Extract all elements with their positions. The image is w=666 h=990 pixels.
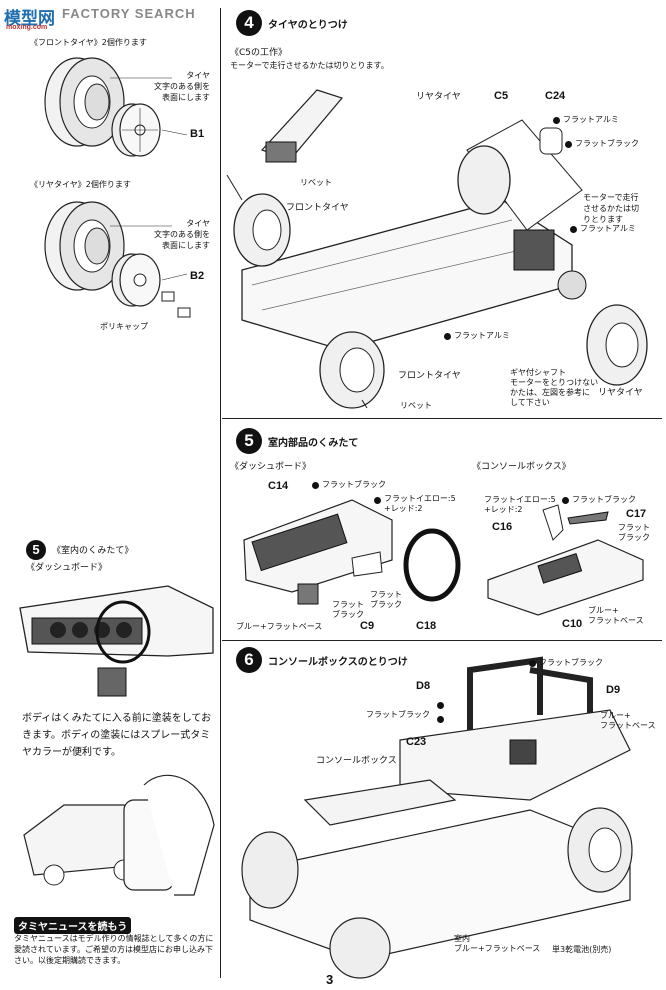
step6-title: コンソールボックスのとりつけ — [268, 657, 408, 668]
step4-front-tire-label: フロントタイヤ — [286, 203, 349, 213]
watermark-url: moxing.com — [6, 24, 48, 31]
step5-title: 室内部品のくみたて — [268, 438, 359, 449]
c5-work-title: 《C5の工作》 — [230, 48, 288, 58]
step6-flat-black2-label: フラットブラック — [366, 710, 430, 719]
watermark-logo: 模型网 — [4, 9, 55, 28]
step4-flat-black-label: フラットブラック — [575, 139, 639, 148]
step4-chassis-illustration — [226, 89, 648, 409]
paint-dot — [553, 117, 560, 124]
part-b1-label: B1 — [190, 128, 205, 140]
part-b2-label: B2 — [190, 270, 205, 282]
front-tire-note: タイヤ 文字のある側を 表面にします — [154, 71, 210, 102]
rear-tire-illustration — [44, 201, 191, 318]
step6-d9-label: D9 — [606, 684, 621, 696]
step5-dashboard-illustration — [243, 499, 461, 605]
step4-rear-tire-label: リヤタイヤ — [416, 92, 461, 102]
tamiya-news-badge: タミヤニュースを読もう — [14, 917, 132, 934]
left-step5-number: 5 — [26, 540, 46, 560]
paint-dot — [570, 226, 577, 233]
step6-interior-label: 室内 ブルー+フラットベース — [454, 934, 541, 953]
tamiya-news-body: タミヤニュースはモデル作りの情報誌として多くの方に愛読されています。ご希望の方は… — [14, 934, 214, 965]
rear-tire-title: 《リヤタイヤ》2個作ります — [30, 180, 131, 189]
step4-flat-alumi3-label: フラットアルミ — [454, 331, 510, 340]
rear-tire-note: タイヤ 文字のある側を 表面にします — [154, 219, 210, 250]
step5-c9-label: C9 — [360, 620, 375, 632]
step5-flat-black3-label: フラット ブラック — [370, 590, 402, 609]
step6-console-label: コンソールボックス — [316, 756, 397, 766]
step-divider — [222, 640, 662, 641]
polycap-label: ポリキャップ — [100, 322, 148, 331]
step5-blue-base-label: ブルー+フラットベース — [236, 622, 323, 631]
column-divider — [220, 8, 221, 978]
step5-dashboard-label: 《ダッシュボード》 — [230, 462, 312, 472]
paint-dot — [565, 141, 572, 148]
paint-dot — [562, 497, 569, 504]
step4-flat-alumi-label: フラットアルミ — [563, 115, 619, 124]
step5-c17-label: C17 — [626, 508, 647, 520]
front-tire-title: 《フロントタイヤ》2個作ります — [30, 38, 147, 47]
step5-c16-label: C16 — [492, 521, 513, 533]
step4-rivet-label: リベット — [300, 178, 332, 187]
left-step5-dashboard: 《ダッシュボード》 — [26, 563, 108, 573]
left-step5-title: 《室内のくみたて》 — [52, 546, 134, 556]
step5-console-illustration — [487, 504, 644, 616]
step4-front-tire2-label: フロントタイヤ — [398, 371, 461, 381]
step5-console-label: 《コンソールボックス》 — [472, 462, 571, 472]
step5-number: 5 — [236, 428, 262, 454]
paint-dot — [437, 716, 444, 723]
step5-blue-base2-label: ブルー+ フラットベース — [588, 606, 644, 625]
paint-note: ボディはくみたてに入る前に塗装をしておきます。ボディの塗装にはスプレー式タミヤカ… — [22, 713, 212, 758]
dashboard-illustration — [19, 585, 214, 697]
step4-title: タイヤのとりつけ — [268, 20, 348, 31]
step5-flat-black-label: フラットブラック — [322, 480, 386, 489]
watermark-title: FACTORY SEARCH — [62, 6, 196, 21]
page-number: 3 — [326, 972, 334, 987]
step5-flat-black4-label: フラットブラック — [572, 495, 636, 504]
step5-flat-black5-label: フラット ブラック — [618, 523, 650, 542]
paint-dot — [444, 333, 451, 340]
step6-battery-label: 単3乾電池(別売) — [552, 945, 612, 954]
paint-dot — [374, 497, 381, 504]
step4-rivet2-label: リベット — [400, 401, 432, 410]
step4-flat-alumi2-label: フラットアルミ — [580, 224, 636, 233]
step4-c24-label: C24 — [545, 90, 566, 102]
step6-flat-black-label: フラットブラック — [539, 658, 603, 667]
step5-flat-yellow-label: フラットイエロー:5 +レッド:2 — [384, 494, 456, 513]
step4-number: 4 — [236, 10, 262, 36]
step4-gear-note: ギヤ付シャフト モーターをとりつけない かたは、左図を参考に して下さい — [510, 368, 599, 407]
step5-c18-label: C18 — [416, 620, 437, 632]
spray-illustration — [23, 774, 215, 896]
step5-flat-yellow2-label: フラットイエロー:5 +レッド:2 — [484, 495, 556, 514]
step-divider — [222, 418, 662, 419]
step6-d8-label: D8 — [416, 680, 431, 692]
step6-c23-label: C23 — [406, 736, 427, 748]
paint-dot — [312, 482, 319, 489]
step5-c14-label: C14 — [268, 480, 289, 492]
step4-rear-tire2-label: リヤタイヤ — [598, 388, 643, 398]
paint-dot — [437, 702, 444, 709]
step6-number: 6 — [236, 647, 262, 673]
front-tire-illustration — [44, 57, 188, 157]
step5-c10-label: C10 — [562, 618, 583, 630]
step5-flat-black2-label: フラット ブラック — [332, 600, 364, 619]
step6-assembly-illustration — [241, 656, 633, 979]
paint-dot — [529, 660, 536, 667]
step4-motor-note: モーターで走行 させるかたは切 りとります — [583, 193, 639, 224]
step6-blue-base-label: ブルー+ フラットベース — [600, 711, 656, 730]
c5-work-note: モーターで走行させるかたは切りとります。 — [230, 61, 389, 70]
step4-c5-label: C5 — [494, 90, 509, 102]
